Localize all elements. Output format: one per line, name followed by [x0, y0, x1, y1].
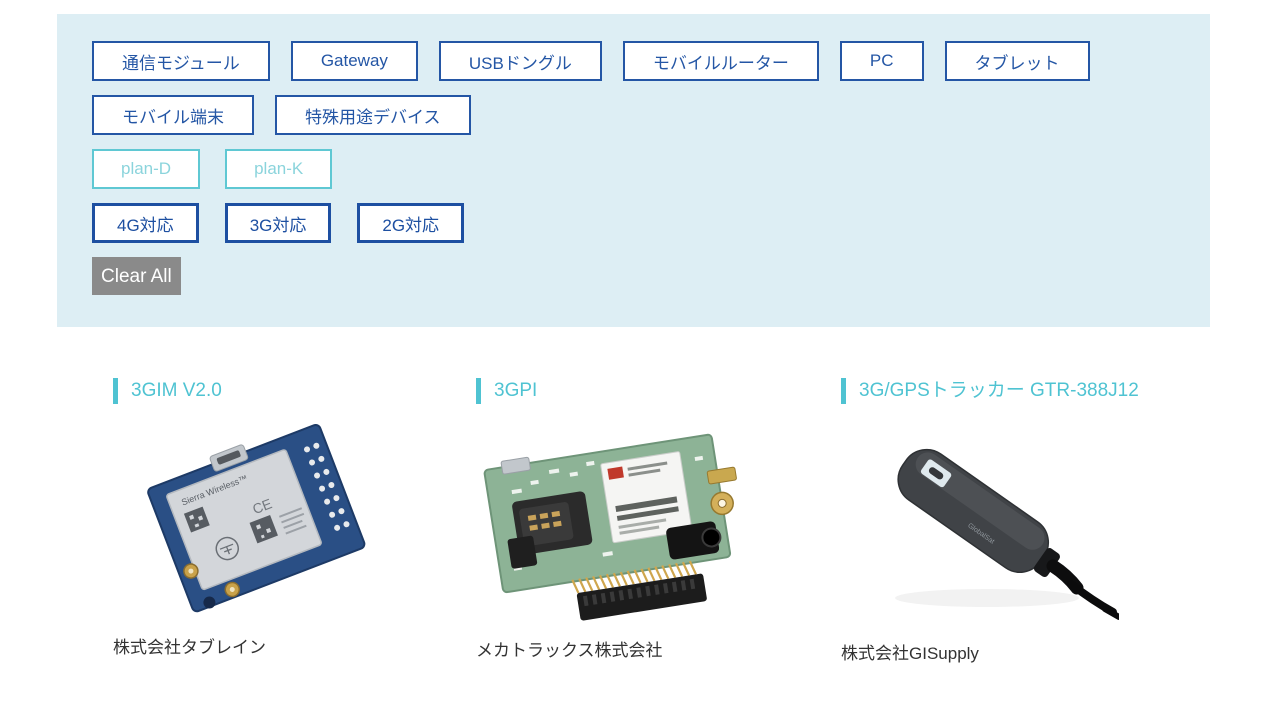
- filter-button-category[interactable]: Gateway: [290, 41, 418, 81]
- filter-button-network[interactable]: 2G対応: [357, 203, 465, 243]
- filter-button-category[interactable]: タブレット: [944, 41, 1090, 81]
- product-title[interactable]: 3GPI: [476, 378, 788, 404]
- filter-row-networks: 4G対応 3G対応 2G対応: [92, 203, 1180, 243]
- product-card-3gpi: 3GPI: [476, 378, 788, 661]
- filter-button-category[interactable]: モバイルルーター: [622, 41, 819, 81]
- product-card-gtr388j12: 3G/GPSトラッカー GTR-388J12 GlobalSat 株式会社GIS…: [841, 378, 1153, 664]
- product-card-3gim: 3GIM V2.0: [113, 378, 425, 658]
- product-photo-green-board[interactable]: [476, 411, 788, 630]
- filter-button-network[interactable]: 3G対応: [224, 203, 332, 243]
- product-photo-gps-tracker[interactable]: GlobalSat: [857, 426, 1153, 627]
- filter-button-plan[interactable]: plan-K: [225, 149, 333, 189]
- filter-row-clear: Clear All: [92, 257, 1180, 295]
- product-title[interactable]: 3G/GPSトラッカー GTR-388J12: [841, 378, 1153, 404]
- filter-row-categories-2: モバイル端末 特殊用途デバイス: [92, 95, 1180, 135]
- filter-row-categories-1: 通信モジュール Gateway USBドングル モバイルルーター PC タブレッ…: [92, 41, 1180, 81]
- filter-button-plan[interactable]: plan-D: [92, 149, 201, 189]
- filter-button-category[interactable]: 通信モジュール: [92, 41, 270, 81]
- filter-button-category[interactable]: USBドングル: [438, 41, 602, 81]
- filter-button-category[interactable]: 特殊用途デバイス: [275, 95, 471, 135]
- product-company: 株式会社タブレイン: [113, 638, 266, 657]
- product-company: 株式会社GISupply: [841, 644, 979, 663]
- clear-all-button[interactable]: Clear All: [92, 257, 181, 295]
- ce-mark-label: CE: [250, 495, 274, 517]
- filter-button-category[interactable]: モバイル端末: [92, 95, 254, 135]
- product-photo-blue-module-board[interactable]: Sierra Wireless™ CE: [131, 424, 425, 621]
- filter-row-plans: plan-D plan-K: [92, 149, 1180, 189]
- product-title[interactable]: 3GIM V2.0: [113, 378, 425, 404]
- filter-panel: 通信モジュール Gateway USBドングル モバイルルーター PC タブレッ…: [57, 14, 1210, 327]
- filter-button-network[interactable]: 4G対応: [92, 203, 199, 243]
- filter-button-category[interactable]: PC: [839, 41, 924, 81]
- product-company: メカトラックス株式会社: [476, 641, 663, 660]
